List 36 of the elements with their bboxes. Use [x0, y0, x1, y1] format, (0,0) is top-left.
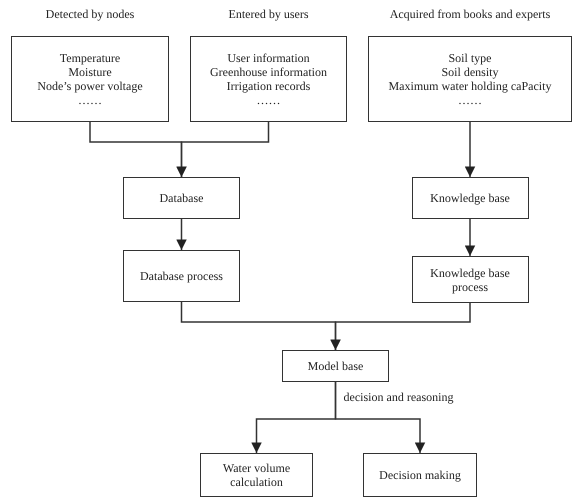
box-text: Soil density — [441, 65, 498, 79]
arrow — [330, 303, 471, 350]
box-text: Decision making — [379, 468, 461, 482]
arrow — [464, 219, 476, 256]
box-text: …… — [78, 93, 102, 107]
box-text: Soil type — [448, 51, 492, 65]
box-text: Moisture — [68, 65, 112, 79]
box-text: Knowledge base process — [429, 266, 511, 294]
box-text: …… — [458, 93, 482, 107]
arrow — [464, 122, 476, 177]
process-box — [412, 256, 528, 303]
box-text: Database process — [140, 269, 223, 283]
arrow — [176, 219, 187, 250]
box-text: …… — [256, 93, 280, 107]
edge-label: decision and reasoning — [344, 390, 454, 405]
box-text: Water volume calculation — [222, 461, 292, 489]
process-box — [363, 453, 477, 497]
arrow — [334, 382, 426, 453]
source-heading: Entered by users — [228, 7, 308, 21]
process-box — [412, 177, 528, 219]
source-heading: Detected by nodes — [46, 7, 134, 21]
process-box — [123, 177, 240, 219]
process-box — [282, 350, 389, 382]
box-text: User information — [227, 51, 310, 65]
box-text: Temperature — [60, 51, 120, 65]
process-box — [123, 250, 240, 302]
box-text: Node’s power voltage — [37, 79, 143, 93]
box-text: Knowledge base — [430, 191, 510, 205]
box-text: Maximum water holding caPacity — [388, 79, 552, 93]
process-box — [200, 453, 313, 497]
source-heading: Acquired from books and experts — [390, 7, 550, 21]
box-text: Database — [160, 191, 204, 205]
box-text: Greenhouse information — [210, 65, 327, 79]
box-text: Irrigation records — [226, 79, 310, 93]
box-text: Model base — [308, 359, 364, 373]
arrow — [176, 122, 270, 177]
